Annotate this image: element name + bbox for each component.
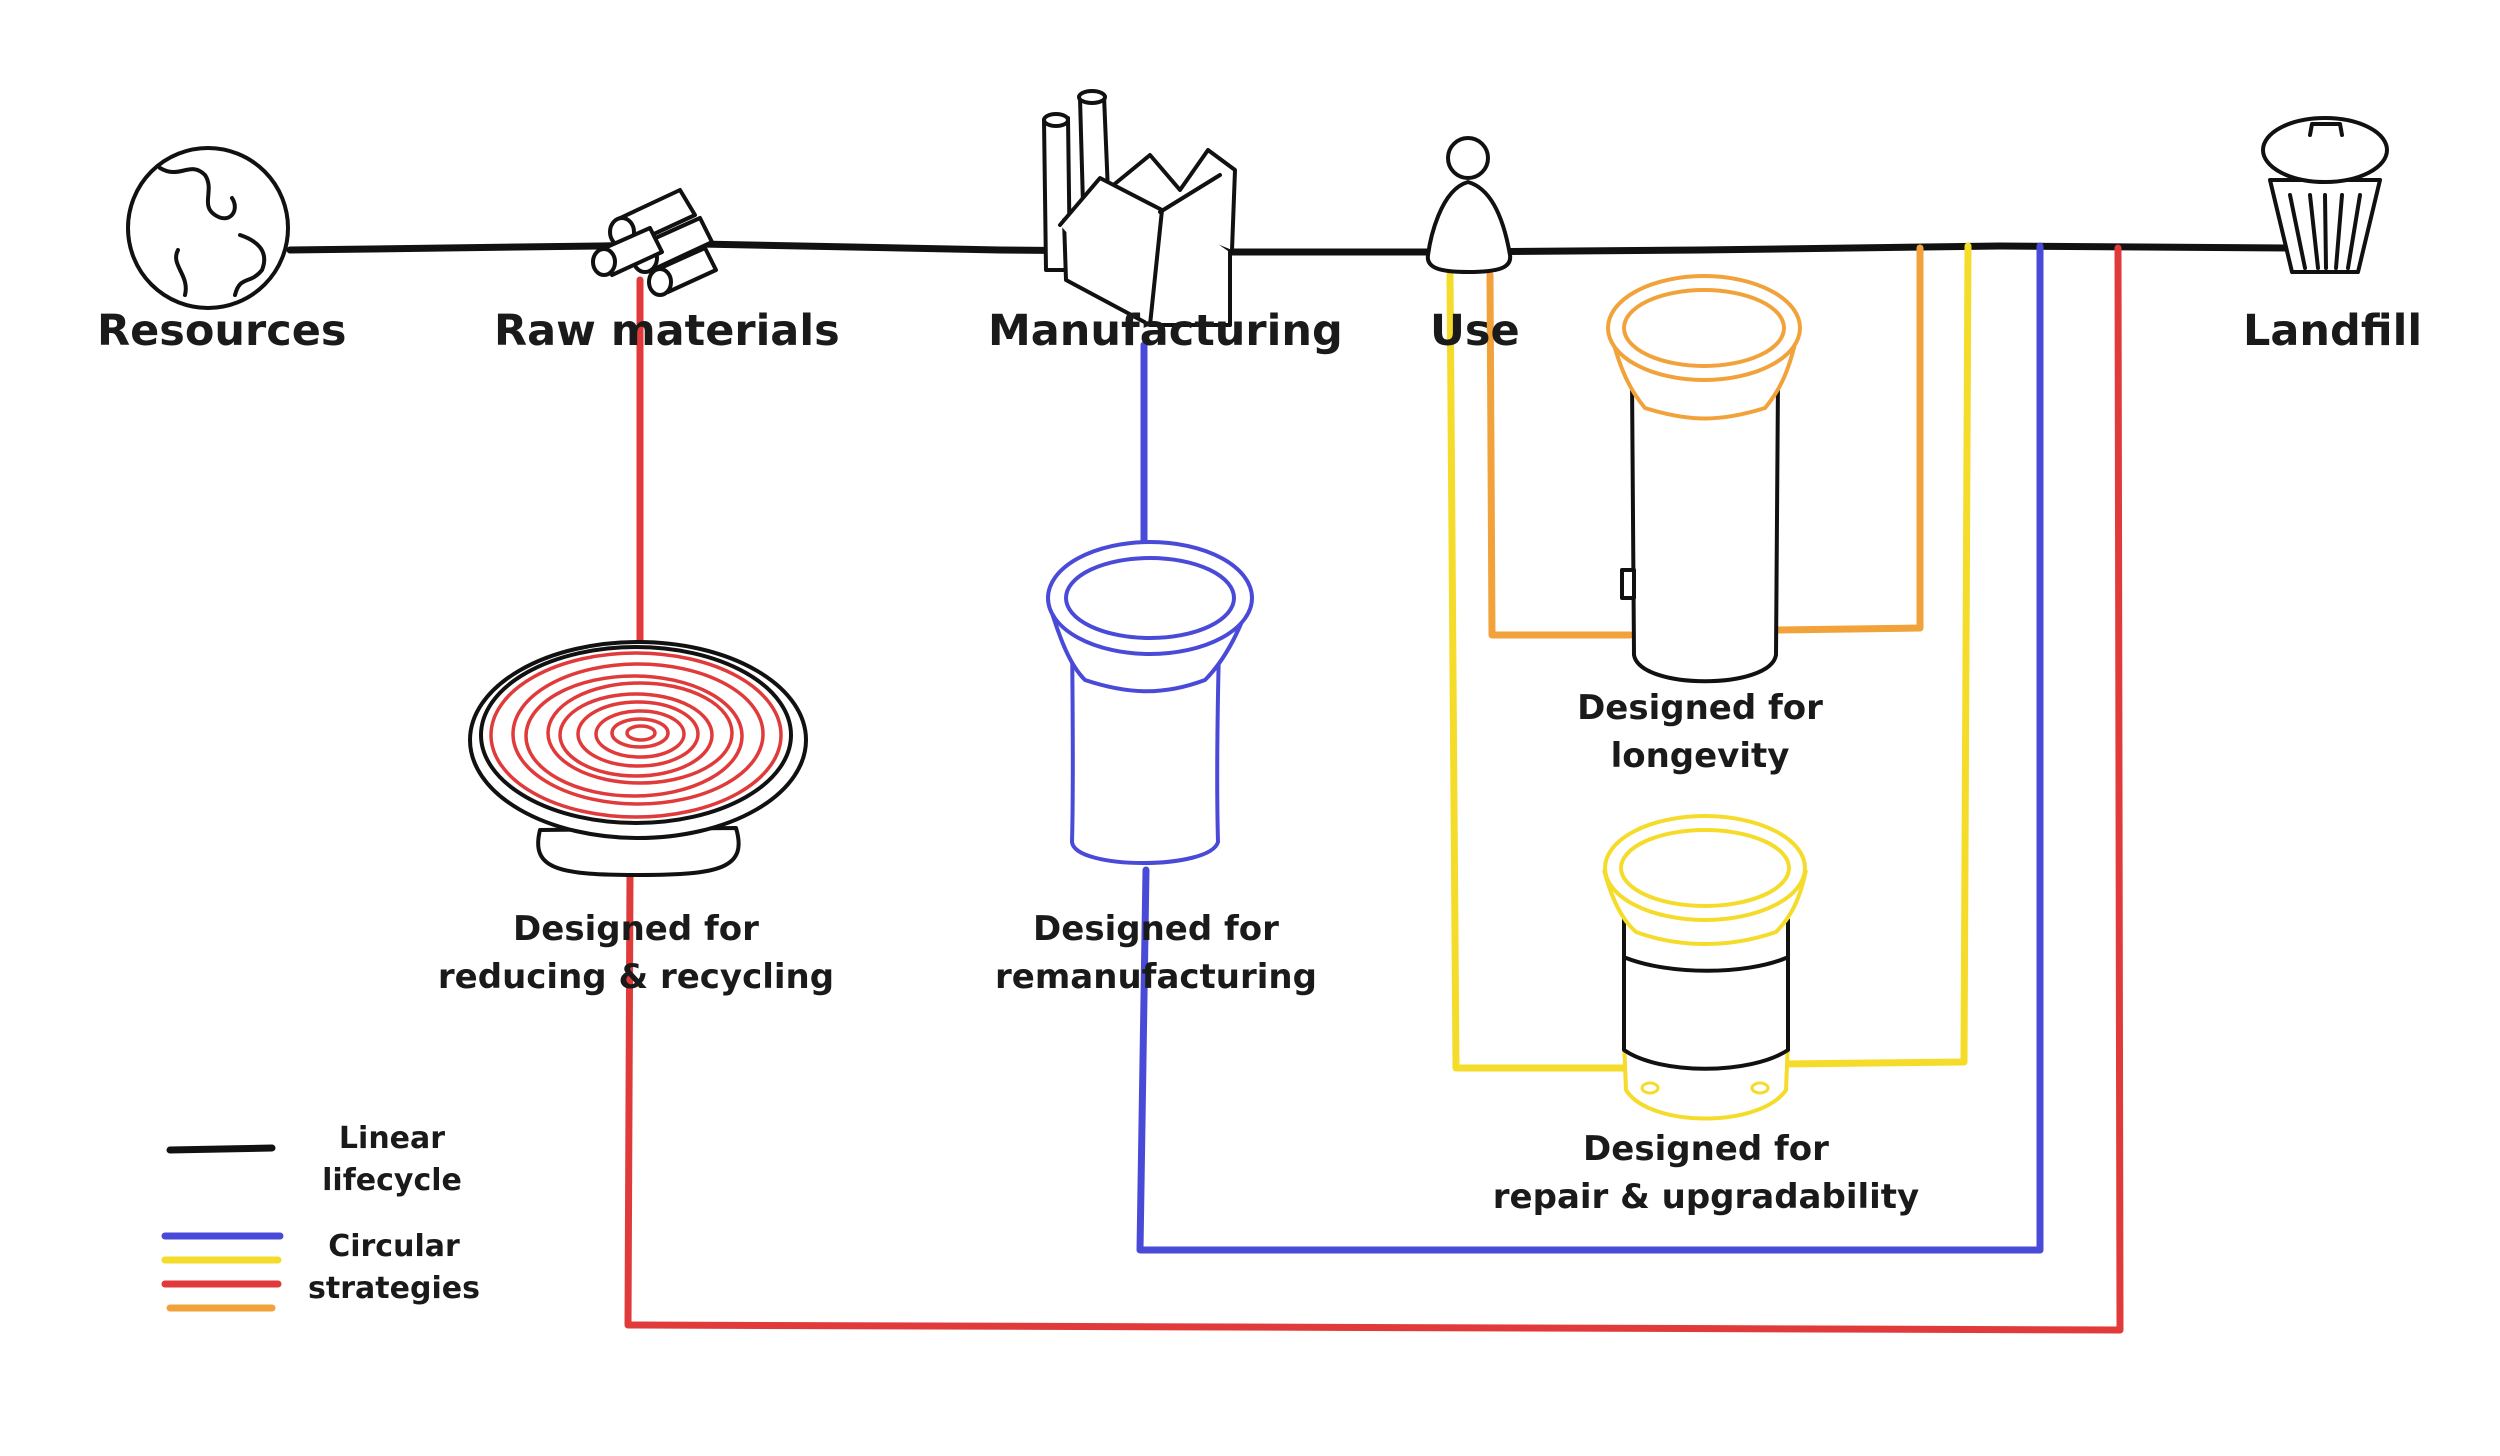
caption-repair: Designed for repair & upgradability <box>1493 1125 1919 1221</box>
longevity-loop-line <box>1486 244 1924 639</box>
caption-recycling-line2: reducing & recycling <box>437 957 835 997</box>
remanufacturing-loop-line <box>1136 242 2044 1254</box>
caption-longevity-line2: longevity <box>1610 736 1790 776</box>
legend-circular-line1: Circular <box>328 1229 460 1264</box>
caption-longevity: Designed for longevity <box>1577 684 1823 780</box>
caption-remanufacturing-line2: remanufacturing <box>995 957 1317 997</box>
caption-repair-line1: Designed for <box>1583 1129 1829 1169</box>
caption-remanufacturing-line1: Designed for <box>1033 909 1279 949</box>
legend-linear-line <box>166 1144 276 1154</box>
legend-linear-line1: Linear <box>338 1121 446 1156</box>
legend-lines <box>161 1144 284 1312</box>
stage-label-use: Use <box>1430 306 1520 356</box>
repair-loop-line <box>1446 242 1972 1072</box>
globe-icon <box>126 146 290 310</box>
person-icon <box>1425 136 1513 274</box>
legend-circular-label: Circular strategies <box>308 1226 480 1310</box>
trash-can-icon <box>2261 116 2389 274</box>
caption-remanufacturing: Designed for remanufacturing <box>995 905 1317 1001</box>
modular-cup-icon <box>1602 814 1808 1121</box>
tall-cup-icon <box>1606 274 1802 684</box>
logs-icon <box>591 188 718 297</box>
caption-recycling-line1: Designed for <box>513 909 759 949</box>
plate-icon <box>468 640 808 877</box>
legend-linear-line2: lifecycle <box>322 1163 462 1198</box>
factory-icon <box>1042 89 1237 327</box>
stage-label-raw-materials: Raw materials <box>494 306 840 356</box>
stage-label-resources: Resources <box>97 306 347 356</box>
stage-label-landfill: Landfill <box>2243 306 2423 356</box>
cup-icon <box>1046 540 1254 865</box>
caption-repair-line2: repair & upgradability <box>1492 1177 1920 1217</box>
stage-label-manufacturing: Manufacturing <box>988 306 1343 356</box>
recycling-loop-line <box>624 244 2124 1334</box>
legend-linear-label: Linear lifecycle <box>322 1118 462 1202</box>
caption-recycling: Designed for reducing & recycling <box>438 905 834 1001</box>
legend-circular-line2: strategies <box>308 1271 480 1306</box>
linear-lifecycle-line <box>286 240 2294 256</box>
caption-longevity-line1: Designed for <box>1577 688 1823 728</box>
